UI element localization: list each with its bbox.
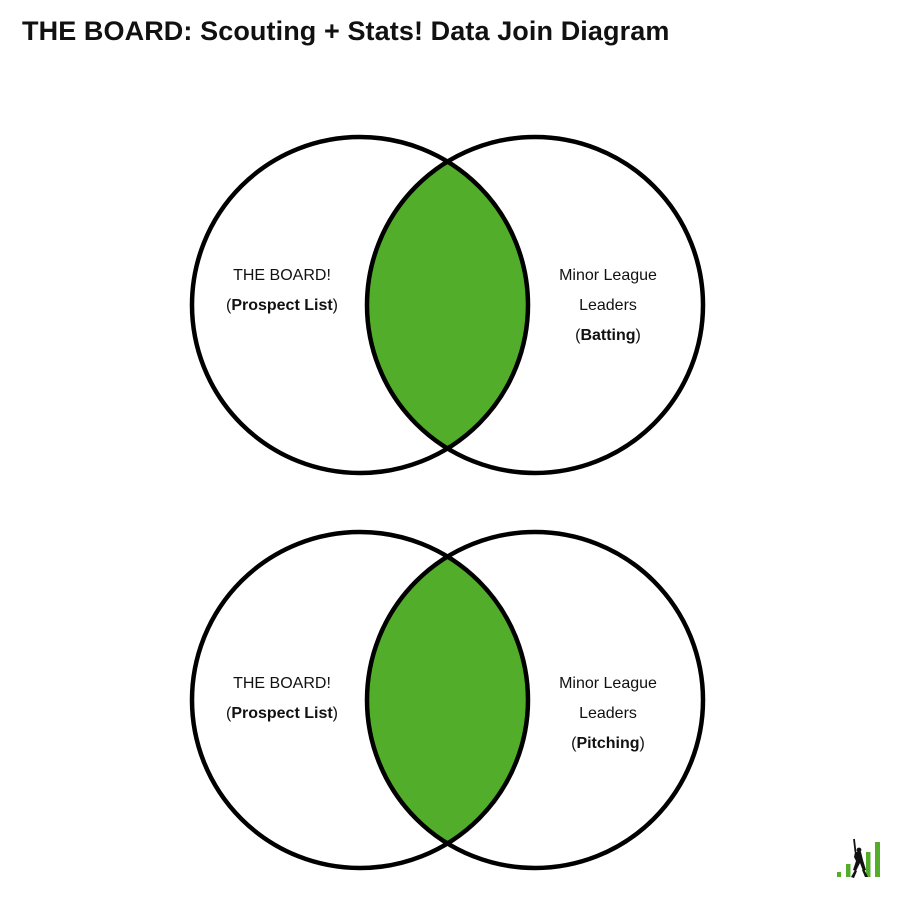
left-set-subtitle: (Prospect List): [225, 705, 338, 722]
venn-diagram-batting: THE BOARD! (Prospect List) Minor League …: [0, 130, 900, 480]
right-set-label: Minor League Leaders (Pitching): [518, 669, 698, 759]
right-set-label: Minor League Leaders (Batting): [518, 261, 698, 351]
left-set-label: THE BOARD! (Prospect List): [192, 669, 372, 729]
right-set-name-line2: Leaders: [579, 297, 637, 314]
left-set-name: THE BOARD!: [233, 675, 331, 692]
left-set-name: THE BOARD!: [233, 267, 331, 284]
right-set-outline: [364, 529, 706, 871]
right-set-subtitle: (Pitching): [571, 735, 645, 752]
intersection-region: [367, 532, 528, 868]
left-set-outline: [189, 529, 531, 871]
left-set-outline: [189, 134, 531, 476]
venn-shapes: [189, 134, 706, 476]
right-set-subtitle: (Batting): [575, 327, 641, 344]
left-set-subtitle: (Prospect List): [225, 297, 338, 314]
venn-diagram-pitching: THE BOARD! (Prospect List) Minor League …: [0, 525, 900, 875]
right-set-name-line1: Minor League: [559, 267, 657, 284]
venn-shapes: [189, 529, 706, 871]
page-title: THE BOARD: Scouting + Stats! Data Join D…: [22, 16, 670, 46]
right-set-name-line1: Minor League: [559, 675, 657, 692]
intersection-region: [367, 137, 528, 473]
left-set-label: THE BOARD! (Prospect List): [192, 261, 372, 321]
right-set-name-line2: Leaders: [579, 705, 637, 722]
batter-bars-icon: [837, 838, 880, 878]
right-set-outline: [364, 134, 706, 476]
